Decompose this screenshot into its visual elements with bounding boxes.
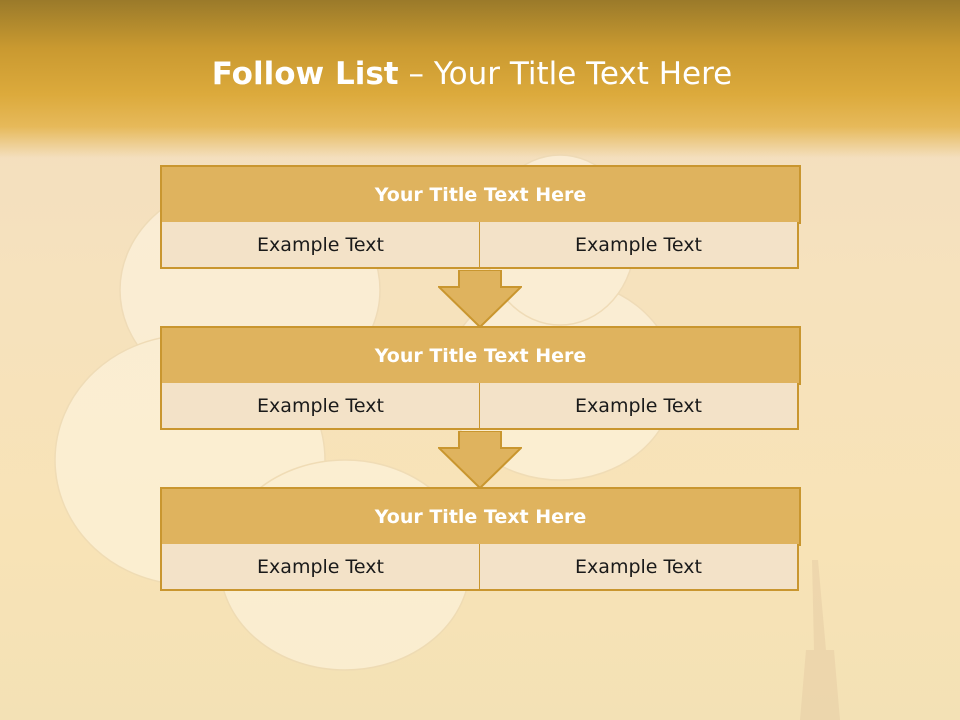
step-cell-right: Example Text — [480, 222, 799, 269]
down-arrow-icon — [438, 270, 522, 328]
slide-title: Follow List – Your Title Text Here — [0, 56, 944, 92]
step-box-2: Your Title Text Here Example Text Exampl… — [160, 326, 801, 432]
step-cell-left: Example Text — [160, 222, 481, 269]
step-title: Your Title Text Here — [160, 326, 801, 385]
slide-title-bold: Follow List — [211, 56, 399, 92]
step-box-3: Your Title Text Here Example Text Exampl… — [160, 487, 801, 593]
step-cell-left: Example Text — [160, 544, 481, 591]
step-title: Your Title Text Here — [160, 487, 801, 546]
header-band — [0, 0, 960, 158]
step-cell-right: Example Text — [480, 383, 799, 430]
step-cell-right: Example Text — [480, 544, 799, 591]
down-arrow-icon — [438, 431, 522, 489]
step-title: Your Title Text Here — [160, 165, 801, 224]
step-box-1: Your Title Text Here Example Text Exampl… — [160, 165, 801, 271]
step-cell-left: Example Text — [160, 383, 481, 430]
slide-title-rest: – Your Title Text Here — [408, 56, 733, 92]
